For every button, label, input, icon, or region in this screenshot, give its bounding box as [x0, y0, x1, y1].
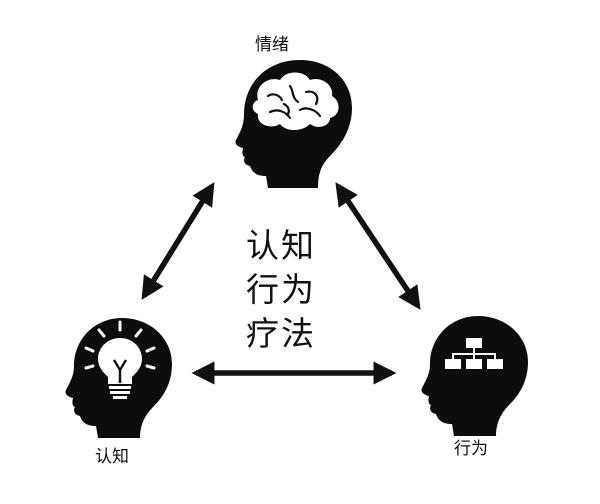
flowchart-icon	[445, 338, 503, 369]
lightbulb-icon	[84, 320, 156, 399]
brain-icon	[252, 72, 339, 130]
emotion-label: 情绪	[255, 35, 289, 55]
center-title-line-1: 认知	[246, 226, 316, 265]
center-title-line-3: 疗法	[246, 314, 316, 353]
emotion-head-icon	[235, 60, 352, 188]
emotion-cognition-arrow	[141, 182, 215, 300]
center-title-line-2: 行为	[246, 270, 316, 309]
cognition-label: 认知	[95, 447, 129, 467]
behavior-label: 行为	[454, 439, 488, 459]
emotion-behavior-arrow	[335, 182, 421, 310]
center-title: 认知 行为 疗法	[246, 224, 326, 356]
behavior-head-icon	[421, 316, 528, 436]
cognition-head-icon	[65, 318, 172, 438]
